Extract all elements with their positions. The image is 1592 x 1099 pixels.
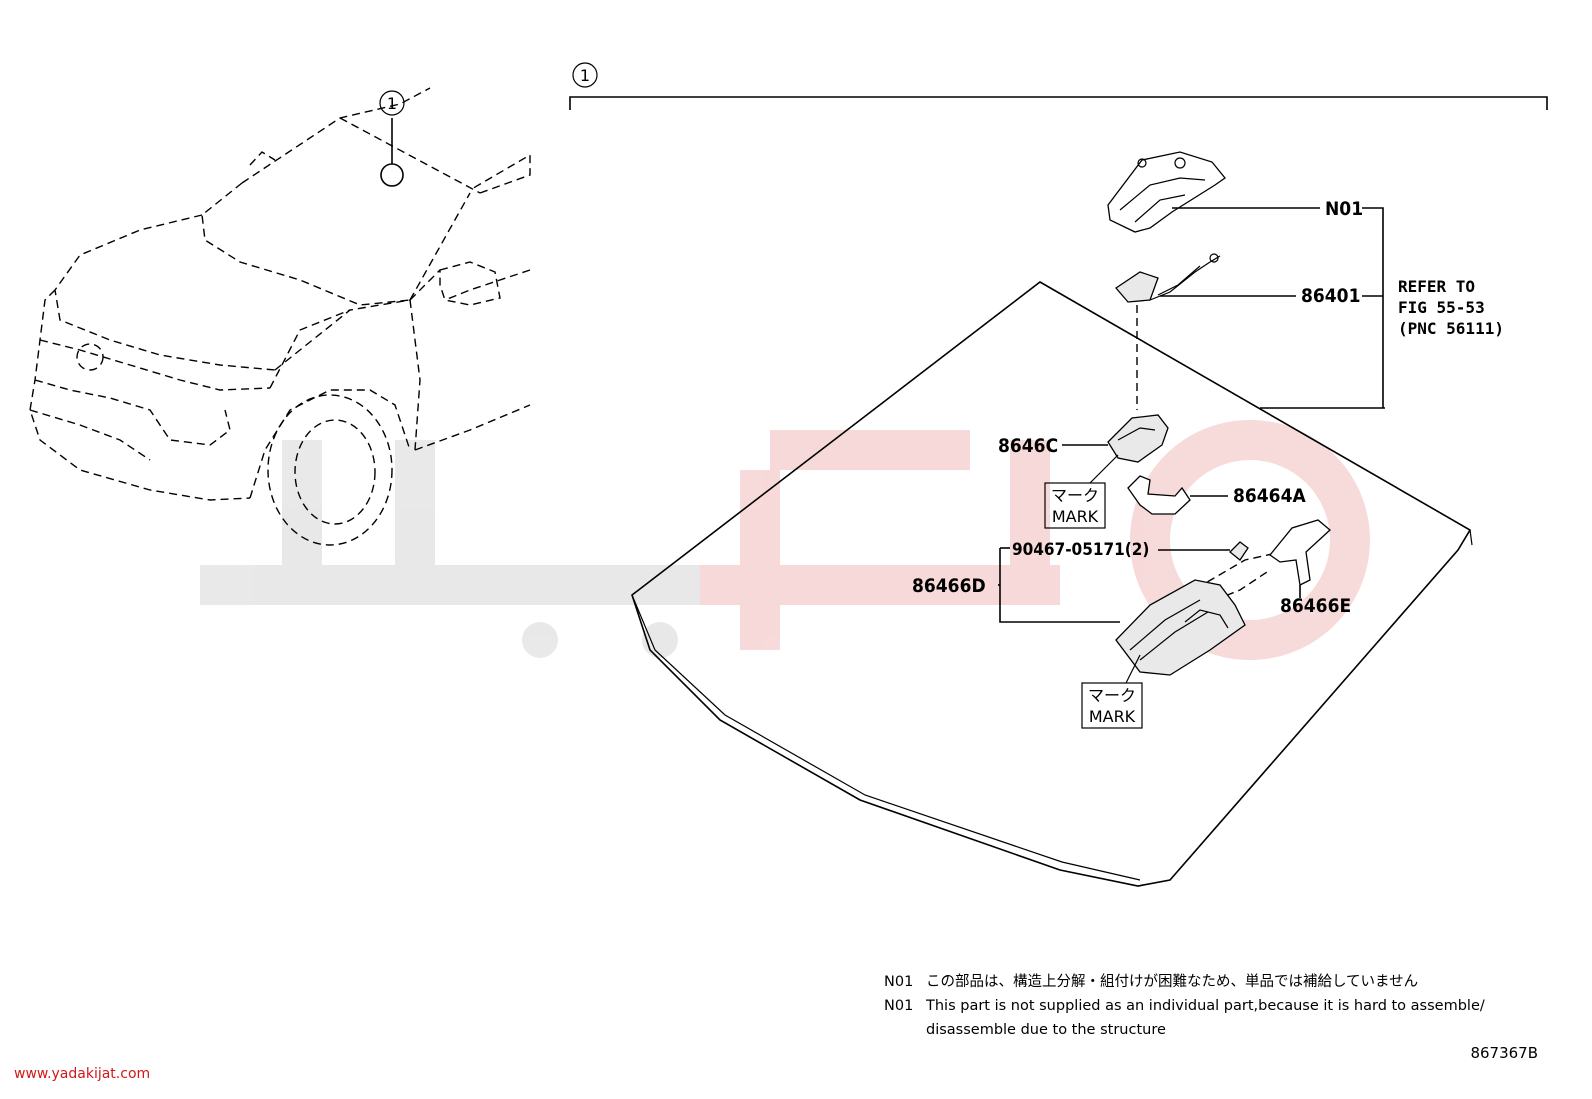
part-86466d-cover xyxy=(998,547,1246,676)
mark-jp-upper: マーク xyxy=(1051,486,1099,505)
assembly-guide-line xyxy=(1184,549,1291,596)
label-86401: 86401 xyxy=(1301,285,1360,307)
mark-jp-lower: マーク xyxy=(1088,686,1136,705)
part-86466e xyxy=(1269,519,1331,598)
vehicle-callout-number: 1 xyxy=(387,94,397,113)
label-86464a: 86464A xyxy=(1233,485,1306,507)
vehicle-overview: 1 xyxy=(29,87,531,546)
label-86466d: 86466D xyxy=(912,575,986,597)
refer-line-1: REFER TO xyxy=(1398,277,1475,296)
refer-line-2: FIG 55-53 xyxy=(1398,298,1485,317)
label-8646c: 8646C xyxy=(998,435,1058,457)
part-n01-bracket xyxy=(1107,151,1320,233)
part-90467-clip xyxy=(1158,541,1249,561)
label-90467: 90467-05171(2) xyxy=(1012,540,1149,560)
refer-line-3: (PNC 56111) xyxy=(1398,319,1504,338)
mark-en-upper: MARK xyxy=(1052,507,1099,526)
diagram-code: 867367B xyxy=(1470,1044,1538,1062)
watermark-logo xyxy=(200,420,1370,660)
note-code-1: N01 xyxy=(884,974,913,990)
windshield-glass xyxy=(631,281,1473,887)
label-86466e: 86466E xyxy=(1280,595,1351,617)
watermark-url: www.yadakijat.com xyxy=(14,1066,150,1082)
label-n01: N01 xyxy=(1325,198,1363,220)
note-text-1: この部品は、構造上分解・組付けが困難なため、単品では補給していません xyxy=(926,973,1418,990)
note-code-2: N01 xyxy=(884,998,913,1014)
note-text-2: This part is not supplied as an individu… xyxy=(925,998,1485,1014)
part-8646c xyxy=(1062,414,1169,463)
part-86401-camera xyxy=(1115,253,1296,303)
figure-bracket: 1 xyxy=(569,62,1548,110)
part-86464a xyxy=(1127,475,1228,515)
mark-callout-upper: マーク MARK xyxy=(1044,454,1119,529)
figure-callout-number: 1 xyxy=(580,66,590,85)
refer-bracket: REFER TO FIG 55-53 (PNC 56111) xyxy=(1362,207,1504,408)
mark-callout-lower: マーク MARK xyxy=(1081,654,1143,729)
notes: N01 この部品は、構造上分解・組付けが困難なため、単品では補給していません N… xyxy=(884,973,1485,1038)
note-text-3: disassemble due to the structure xyxy=(926,1022,1166,1038)
mark-en-lower: MARK xyxy=(1089,707,1136,726)
